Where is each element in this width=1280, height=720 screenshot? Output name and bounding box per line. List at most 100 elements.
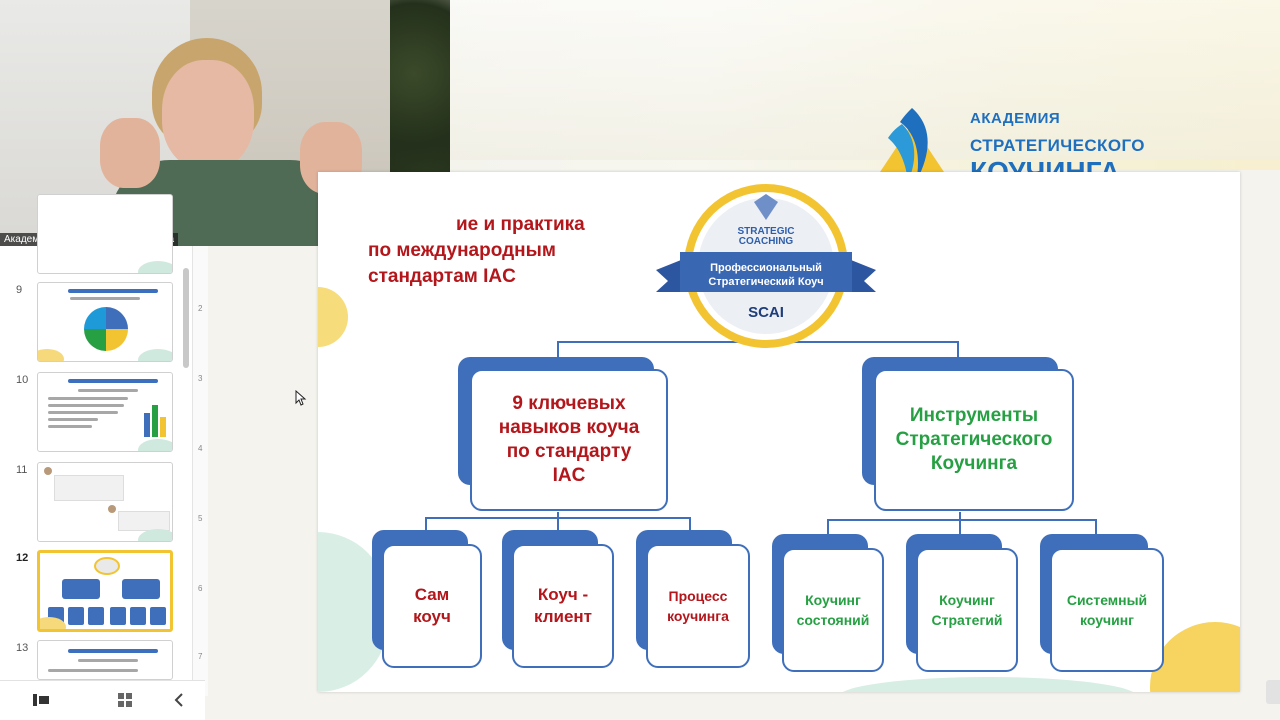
thumbnails-bottom-bar <box>0 680 205 720</box>
box-line: Стратегического <box>896 428 1053 452</box>
mouse-cursor-icon <box>295 390 307 406</box>
box-line: клиент <box>534 606 592 628</box>
ruler-mark: 5 <box>198 514 202 523</box>
slide-thumbnail-9[interactable] <box>37 282 173 362</box>
chevron-left-icon[interactable] <box>168 689 190 711</box>
box-line: коучинга <box>667 606 729 626</box>
box-content: Коучинг состояний <box>782 548 884 672</box>
filmstrip-icon[interactable] <box>30 689 52 711</box>
presenter-hand-left <box>100 118 160 188</box>
thumb-box <box>150 607 166 625</box>
box-content: 9 ключевых навыков коуча по стандарту IA… <box>470 369 668 511</box>
badge-ribbon-line-2: Стратегический Коуч <box>656 276 876 288</box>
box-line: Стратегий <box>932 610 1003 630</box>
box-line: IAC <box>553 464 586 488</box>
thumb-line <box>48 425 92 428</box>
thumb-box <box>130 607 146 625</box>
presenter-face <box>162 60 254 170</box>
logo-line-1: АКАДЕМИЯ <box>970 110 1060 127</box>
thumb-badge <box>94 557 120 575</box>
side-widget[interactable] <box>1266 680 1280 704</box>
box-content: Системный коучинг <box>1050 548 1164 672</box>
box-line: Сам <box>415 584 450 606</box>
slide-thumbnail-10[interactable] <box>37 372 173 452</box>
slide-canvas[interactable]: ие и практика по международным стандарта… <box>318 172 1240 692</box>
certification-badge: STRATEGIC COACHING Профессиональный Стра… <box>656 180 876 350</box>
thumb-comment <box>118 511 170 531</box>
box-line: Коуч - <box>538 584 588 606</box>
box-content: Коучинг Стратегий <box>916 548 1018 672</box>
badge-ribbon-line-1: Профессиональный <box>656 262 876 274</box>
child-box-coaching-strategies: Коучинг Стратегий <box>906 534 1018 674</box>
thumb-line <box>48 397 128 400</box>
thumb-box <box>62 579 100 599</box>
box-line: Инструменты <box>910 404 1038 428</box>
thumb-title <box>68 379 158 383</box>
thumb-pie <box>84 307 128 351</box>
thumb-decoration <box>37 349 64 362</box>
box-line: Процесс <box>669 586 728 606</box>
slide-thumbnail-13[interactable] <box>37 640 173 680</box>
box-line: Коучинга <box>931 452 1017 476</box>
thumb-comment <box>54 475 124 501</box>
thumb-bar <box>144 413 150 437</box>
box-content: Сам коуч <box>382 544 482 668</box>
thumb-line <box>70 297 140 300</box>
thumb-title <box>68 289 158 293</box>
box-content: Инструменты Стратегического Коучинга <box>874 369 1074 511</box>
badge-code: SCAI <box>656 304 876 321</box>
thumb-line <box>48 404 124 407</box>
thumb-box <box>68 607 84 625</box>
box-line: Коучинг <box>939 590 995 610</box>
thumb-bar <box>160 417 166 437</box>
grid-icon[interactable] <box>114 689 136 711</box>
thumb-line <box>48 418 98 421</box>
box-line: Коучинг <box>805 590 861 610</box>
thumb-bar <box>152 405 158 437</box>
thumb-line <box>48 411 118 414</box>
thumb-box <box>110 607 126 625</box>
child-box-coach-client: Коуч - клиент <box>502 530 614 670</box>
box-line: коуч <box>413 606 451 628</box>
thumb-box <box>122 579 160 599</box>
thumb-decoration <box>138 349 173 362</box>
badge-logo-line-2: COACHING <box>656 236 876 247</box>
box-line: состояний <box>797 610 870 630</box>
child-box-coaching-states: Коучинг состояний <box>772 534 884 674</box>
thumb-line <box>48 669 138 672</box>
box-content: Коуч - клиент <box>512 544 614 668</box>
ruler-mark: 3 <box>198 374 202 383</box>
child-box-systemic-coaching: Системный коучинг <box>1040 534 1166 674</box>
ruler-mark: 2 <box>198 304 202 313</box>
thumb-avatar <box>108 505 116 513</box>
box-line: по стандарту <box>507 440 632 464</box>
slide-number: 12 <box>16 552 28 564</box>
slide-thumbnail-8[interactable] <box>37 194 173 274</box>
slide-number: 11 <box>16 464 27 476</box>
box-line: навыков коуча <box>499 416 640 440</box>
thumb-avatar <box>44 467 52 475</box>
ruler-mark: 4 <box>198 444 202 453</box>
slide-number: 13 <box>16 642 28 654</box>
slide-number: 10 <box>16 374 28 386</box>
thumb-line <box>78 389 138 392</box>
box-line: Системный <box>1067 590 1147 610</box>
logo-line-2: СТРАТЕГИЧЕСКОГО <box>970 136 1145 156</box>
thumb-box <box>88 607 104 625</box>
ruler-mark: 7 <box>198 652 202 661</box>
box-line: коучинг <box>1080 610 1134 630</box>
thumbnails-scrollbar[interactable] <box>183 268 189 368</box>
vertical-ruler: 2 3 4 5 6 7 <box>192 246 208 696</box>
box-line: 9 ключевых <box>512 392 625 416</box>
thumb-decoration <box>138 261 173 274</box>
main-box-key-skills: 9 ключевых навыков коуча по стандарту IA… <box>458 357 670 515</box>
main-box-tools: Инструменты Стратегического Коучинга <box>862 357 1076 515</box>
slide-thumbnails-panel: 9 10 11 12 <box>0 246 205 720</box>
thumb-line <box>78 659 138 662</box>
box-content: Процесс коучинга <box>646 544 750 668</box>
thumb-title <box>68 649 158 653</box>
child-box-self-coach: Сам коуч <box>372 530 482 670</box>
slide-number: 9 <box>16 284 22 296</box>
slide-thumbnail-11[interactable] <box>37 462 173 542</box>
slide-thumbnail-12[interactable] <box>37 550 173 632</box>
